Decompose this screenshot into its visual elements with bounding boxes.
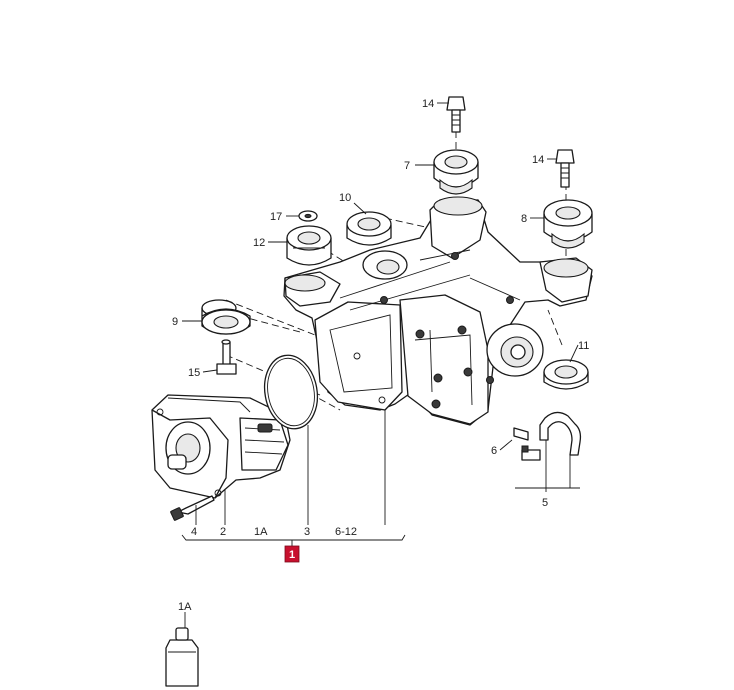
bushing-8 [543,199,593,249]
label-10: 10 [339,192,351,204]
coupling-unit [151,394,291,499]
bushing-7 [433,149,479,195]
leader-lines [181,102,580,628]
label-17: 17 [270,211,282,223]
main-part-marker-box [284,545,300,563]
label-9: 9 [172,316,178,328]
label-15: 15 [188,367,200,379]
label-5: 5 [542,497,548,509]
part-labels: 14 7 14 8 10 17 12 9 15 11 6 5 4 2 1A 3 … [172,98,589,613]
label-14-top: 14 [422,98,434,110]
main-part-label: 1 [289,549,295,561]
washer-17 [298,210,318,222]
label-8: 8 [521,213,527,225]
bolt-15 [216,339,237,375]
bushing-9 [201,299,251,335]
label-6: 6 [491,445,497,457]
label-12: 12 [253,237,265,249]
bushing-12 [286,225,332,266]
o-ring-3 [263,354,319,430]
label-4: 4 [191,526,197,538]
bushing-10 [346,211,392,246]
label-1A: 1A [254,526,268,538]
label-2: 2 [220,526,226,538]
label-11: 11 [578,340,589,352]
label-6-12: 6-12 [335,526,357,538]
breather-hose [513,411,582,461]
main-part-marker[interactable]: 1 [284,545,300,563]
bushing-11 [543,359,589,390]
bolt-14-top [446,96,466,133]
label-3: 3 [304,526,310,538]
bolt-14-right [555,149,575,188]
label-14-right: 14 [532,154,544,166]
label-7: 7 [404,160,410,172]
bolt-4 [170,495,215,521]
oil-bottle [165,627,199,687]
differential-housing [283,196,593,426]
label-oil-1A: 1A [178,601,192,613]
